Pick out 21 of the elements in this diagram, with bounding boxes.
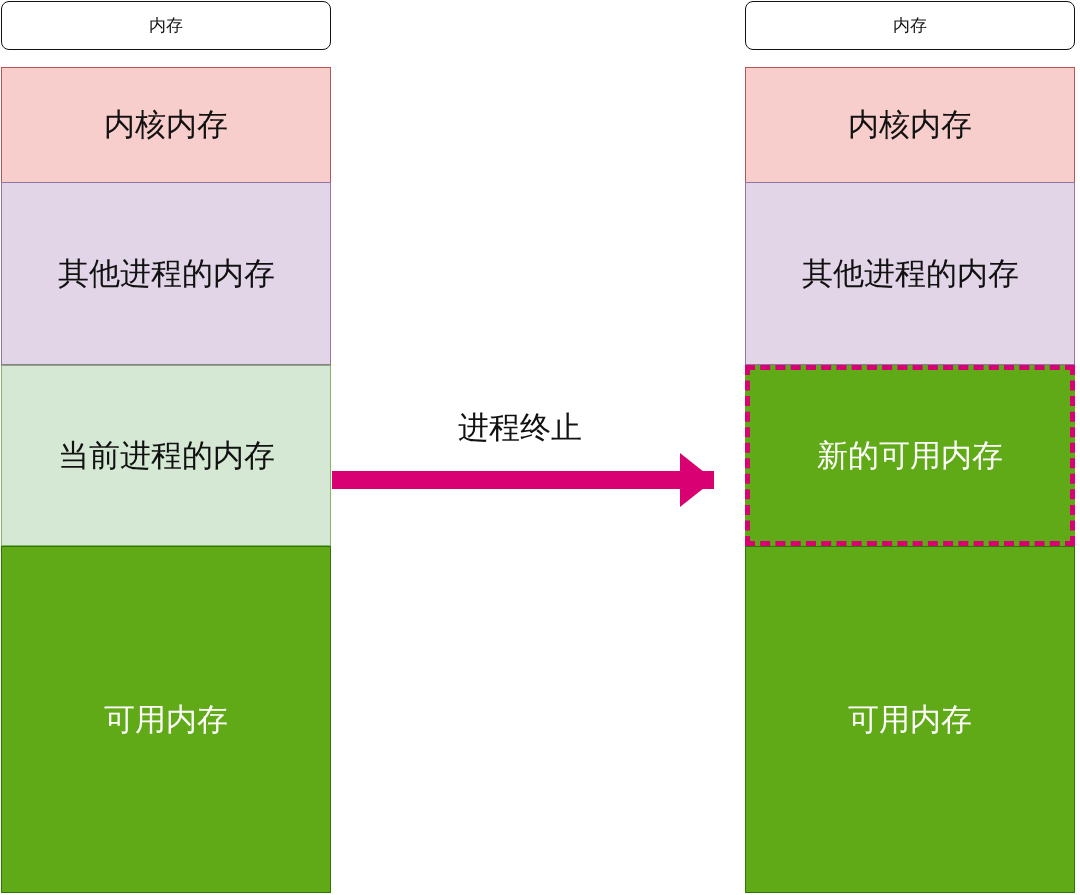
block-label: 可用内存 bbox=[848, 699, 972, 739]
block-label: 其他进程的内存 bbox=[57, 253, 275, 293]
block-label: 新的可用内存 bbox=[817, 435, 1003, 475]
memory-block bbox=[745, 182, 1075, 365]
freed-memory-block bbox=[745, 365, 1075, 546]
block-label: 可用内存 bbox=[104, 699, 228, 739]
block-label: 其他进程的内存 bbox=[801, 253, 1019, 293]
block-label: 内存 bbox=[893, 14, 927, 37]
block-label: 内核内存 bbox=[104, 105, 228, 144]
memory-block bbox=[745, 546, 1075, 893]
block-label: 内存 bbox=[149, 14, 183, 37]
arrow bbox=[332, 453, 714, 507]
memory-block bbox=[1, 365, 331, 546]
header-box bbox=[1, 1, 331, 50]
memory-block bbox=[1, 546, 331, 893]
block-label: 内核内存 bbox=[848, 105, 972, 144]
memory-block bbox=[745, 67, 1075, 183]
header-box bbox=[745, 1, 1075, 50]
memory-block bbox=[1, 67, 331, 183]
block-label: 当前进程的内存 bbox=[57, 435, 275, 475]
memory-block bbox=[1, 182, 331, 365]
